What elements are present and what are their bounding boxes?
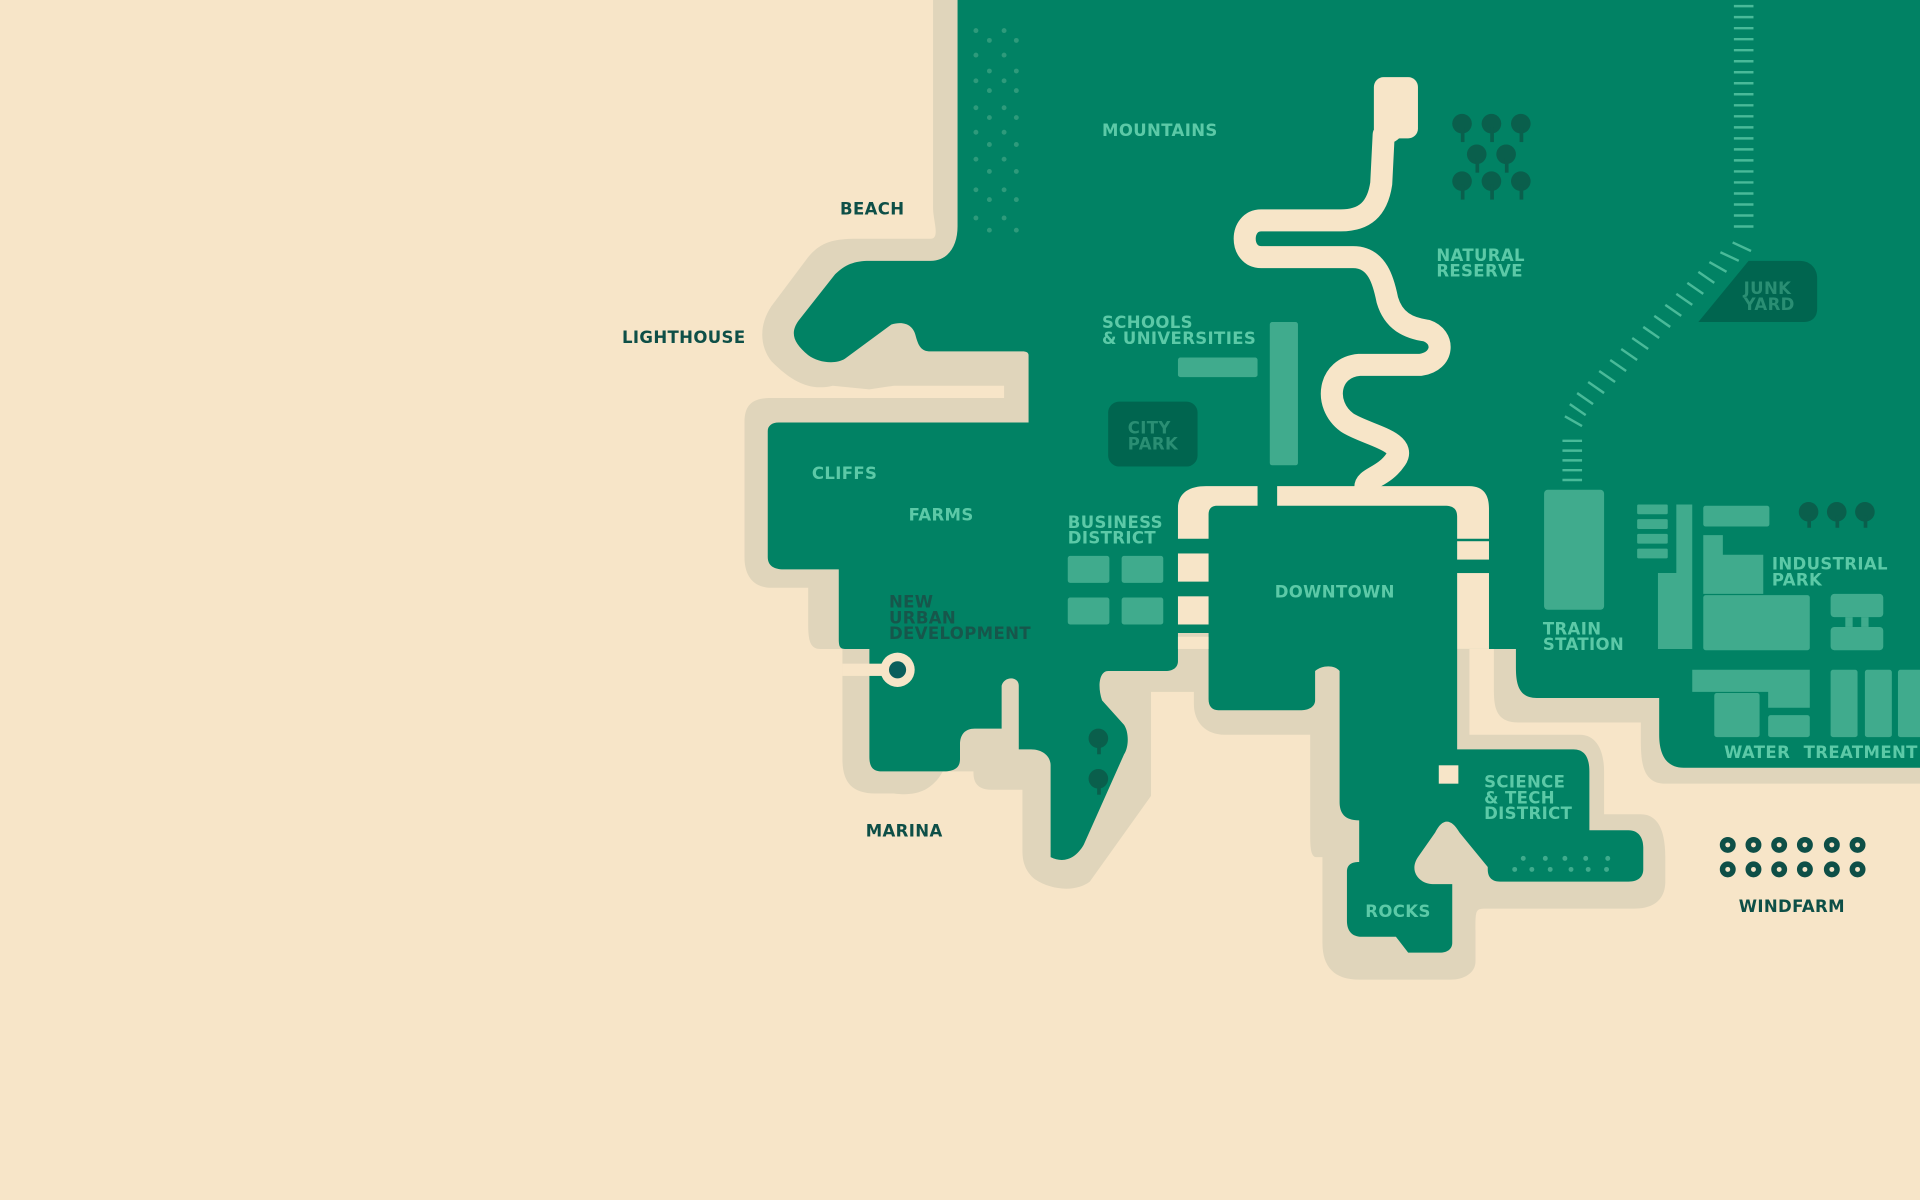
tree-icons-industrial xyxy=(1798,502,1875,528)
development-marker xyxy=(842,652,915,687)
label-rocks: ROCKS xyxy=(1365,902,1430,921)
land-mass xyxy=(767,0,1920,953)
river-road xyxy=(1233,77,1451,499)
label-beach: BEACH xyxy=(840,199,904,218)
label-marina: MARINA xyxy=(866,821,943,840)
business-blocks xyxy=(1067,555,1164,625)
junk-yard xyxy=(1698,260,1818,323)
label-windfarm: WINDFARM xyxy=(1739,897,1845,916)
windfarm-turbines xyxy=(1719,836,1866,878)
mountain-dots xyxy=(973,28,1019,233)
label-cliffs: CLIFFS xyxy=(812,464,877,483)
label-lighthouse: LIGHTHOUSE xyxy=(622,328,745,347)
tree-icons-reserve xyxy=(1452,113,1531,200)
downtown-ring-road xyxy=(1177,486,1489,784)
label-farms: FARMS xyxy=(909,505,974,524)
school-buildings xyxy=(1177,322,1298,466)
label-mountains: MOUNTAINS xyxy=(1102,121,1218,140)
label-schools: SCHOOLS& UNIVERSITIES xyxy=(1102,313,1256,348)
tree-icons-south xyxy=(1088,728,1109,795)
science-dots xyxy=(1512,855,1611,872)
railway xyxy=(1562,4,1754,482)
train-station-building xyxy=(1544,489,1605,610)
label-downtown: DOWNTOWN xyxy=(1275,583,1395,602)
city-park xyxy=(1108,401,1198,467)
industrial-buildings xyxy=(1637,504,1920,738)
